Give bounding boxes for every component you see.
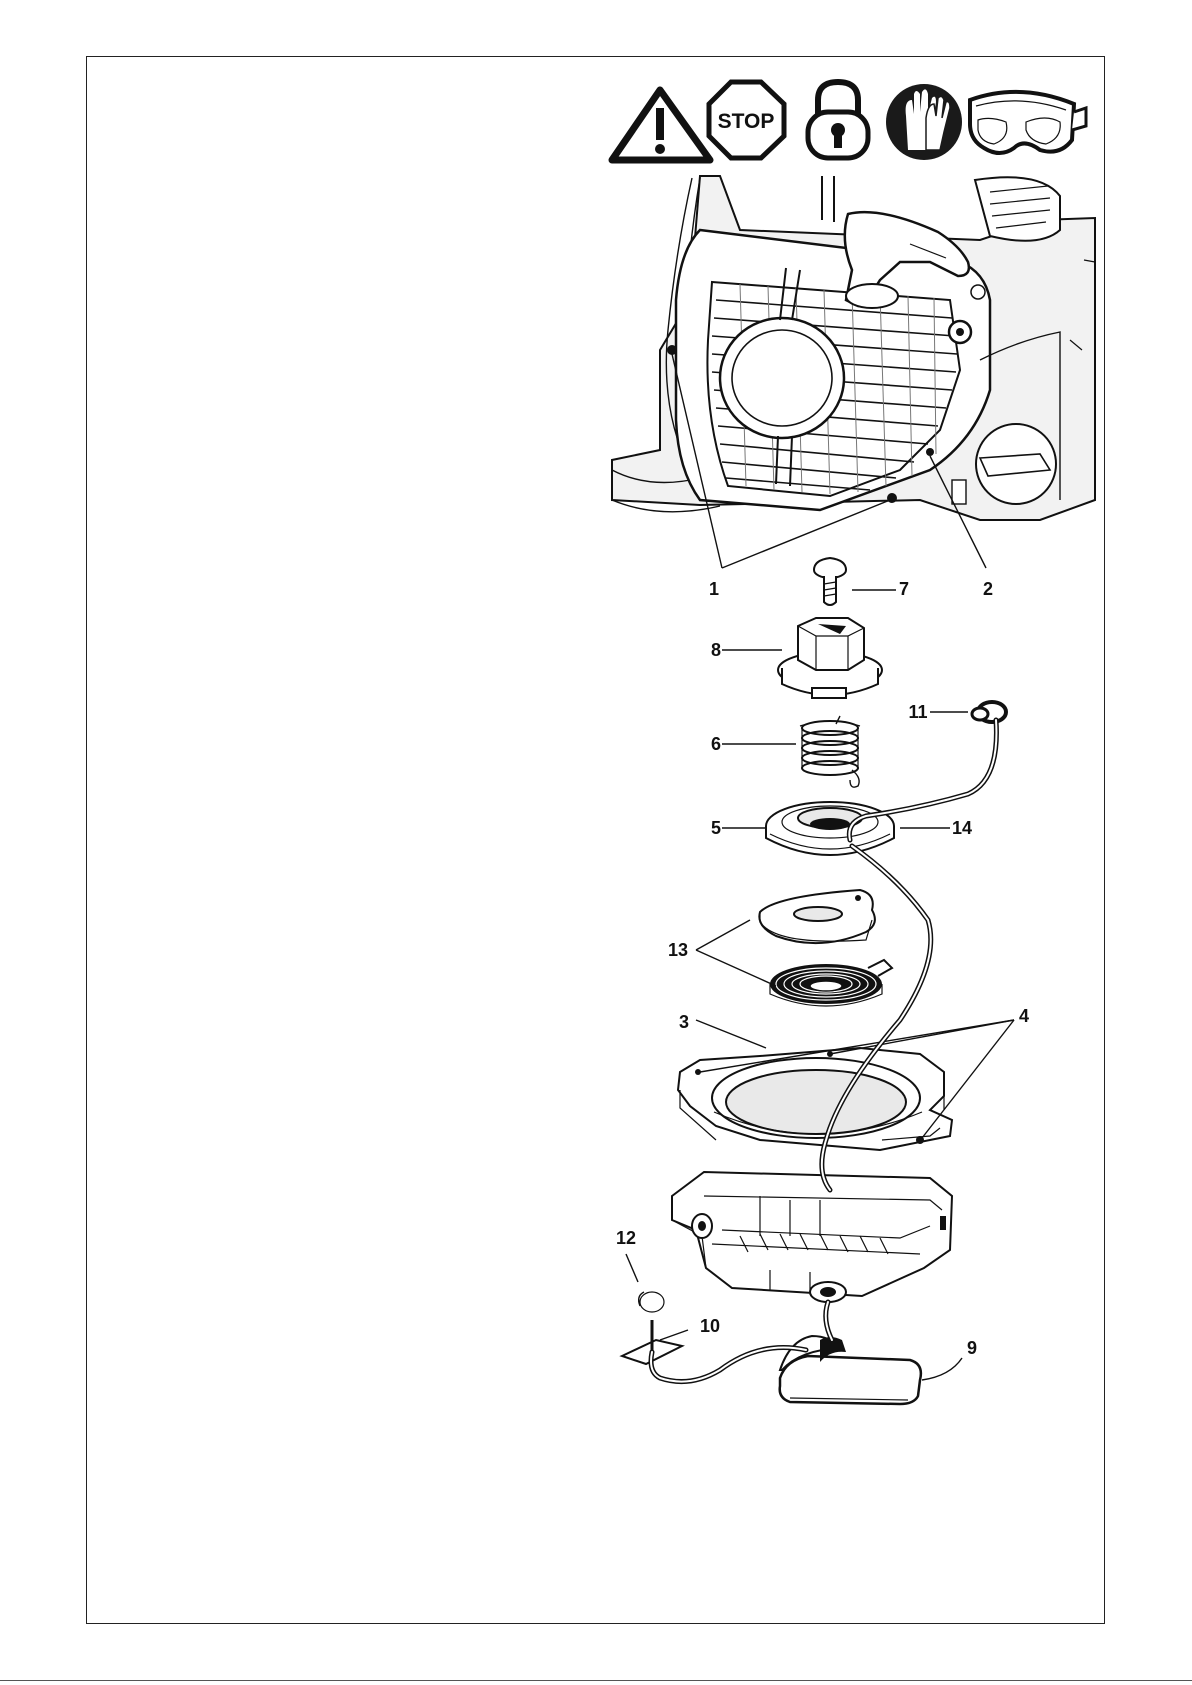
callout-6: 6 [711,734,721,754]
part-13-return-spring [770,960,892,1006]
part-9-starter-handle [780,1336,921,1404]
part-3-base-plate [678,1048,952,1150]
padlock-icon [808,82,868,158]
callout-13: 13 [668,940,688,960]
warning-triangle-icon [612,90,710,160]
callout-1: 1 [709,579,719,599]
part-11-rope-knot [972,702,1006,722]
callout-9: 9 [967,1338,977,1358]
stop-sign-text: STOP [718,110,775,133]
callout-3: 3 [679,1012,689,1032]
safety-goggles-icon [970,92,1086,153]
part-8-pawl-carrier [778,618,882,698]
part-13-washer [759,890,875,943]
stop-sign-icon: STOP [709,82,784,158]
part-6-spring [800,716,860,787]
callout-11: 11 [908,702,927,722]
callout-4: 4 [1019,1006,1029,1026]
part-5-pulley [766,802,894,855]
part-7-screw [814,558,846,605]
callout-2: 2 [983,579,993,599]
callout-12: 12 [616,1228,636,1248]
callout-14: 14 [952,818,972,838]
callout-7: 7 [899,579,909,599]
gloves-icon [886,84,962,160]
starter-housing-shell [672,1172,952,1302]
callout-10: 10 [700,1316,720,1336]
chainsaw-starter-cover-view [612,176,1095,520]
callout-8: 8 [711,640,721,660]
callout-5: 5 [711,818,721,838]
